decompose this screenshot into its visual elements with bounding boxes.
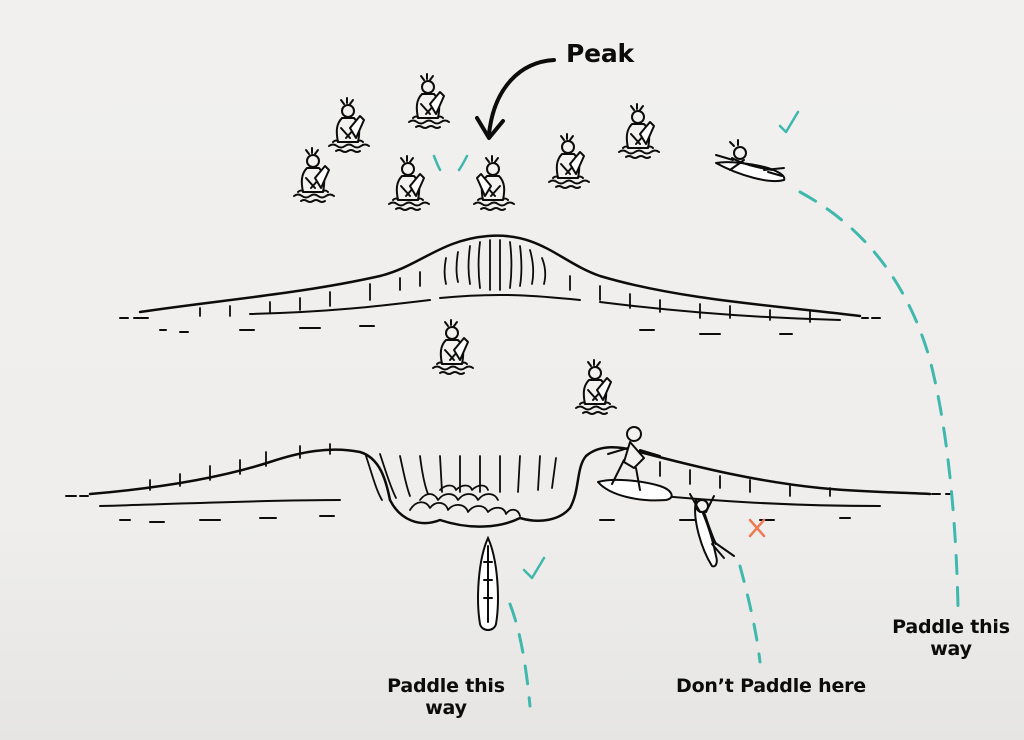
paddle-path-right <box>798 190 960 608</box>
peak-arrow <box>475 58 556 140</box>
peak-marks <box>432 154 469 172</box>
surfer-icon <box>388 155 430 211</box>
surfer-icon <box>408 73 450 129</box>
surfer-icon <box>293 147 335 203</box>
paddling-surfer-icon <box>715 139 786 182</box>
paddle-this-way-right-label: Paddle this way <box>892 616 1010 660</box>
paddle-this-way-left-label: Paddle this way <box>387 675 505 719</box>
paddle-path-left <box>508 602 532 708</box>
surfer-icon <box>328 97 370 153</box>
rider-icon <box>597 426 673 502</box>
surfer-icon <box>473 155 515 211</box>
peak-label: Peak <box>566 39 634 68</box>
lineup-surfers <box>293 73 660 415</box>
check-icon <box>522 556 546 580</box>
dont-paddle-here-label: Don’t Paddle here <box>676 675 866 697</box>
surfer-icon <box>618 103 660 159</box>
blocking-surfer-icon <box>689 493 735 568</box>
blocking-path <box>738 564 762 664</box>
upper-wave <box>119 234 881 335</box>
surfer-icon <box>575 359 617 415</box>
check-icon <box>778 110 800 134</box>
cross-icon <box>748 518 766 538</box>
lower-wave <box>65 443 953 528</box>
board-icon <box>477 535 499 631</box>
surfer-icon <box>432 319 474 375</box>
surfer-icon <box>548 133 590 189</box>
